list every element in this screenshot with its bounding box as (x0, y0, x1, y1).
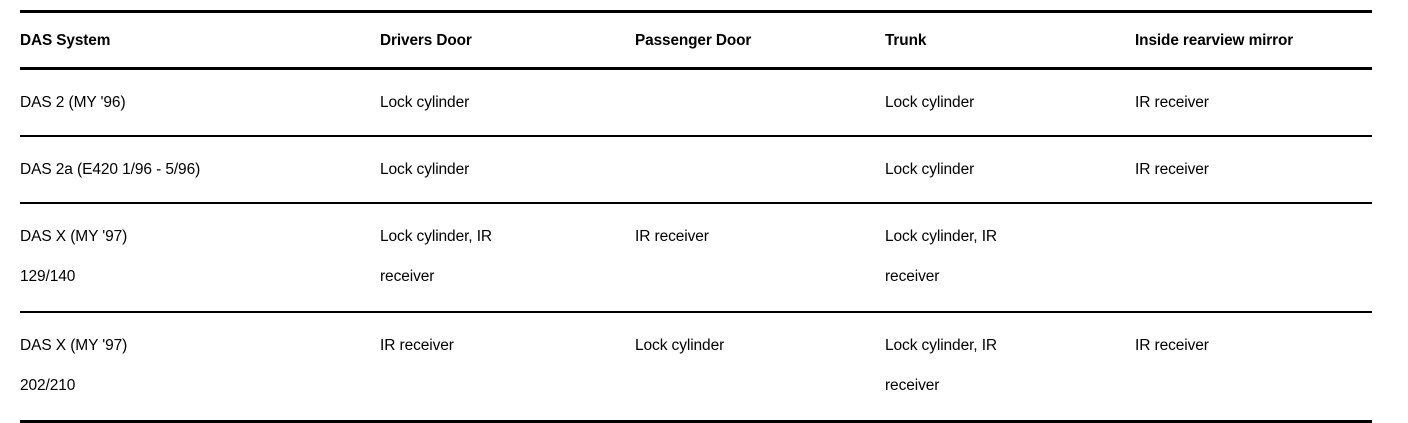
cell-das-system: DAS 2 (MY '96) (20, 68, 380, 137)
cell-text-second-line: 202/210 (20, 377, 76, 394)
table-row: DAS X (MY '97) 202/210 IR receiver Lock … (20, 312, 1372, 423)
column-header-drivers-door-label: Drivers Door (380, 32, 472, 49)
cell-text: DAS X (MY '97) (20, 337, 128, 354)
cell-das-system: DAS X (MY '97) 202/210 (20, 312, 380, 423)
cell-inside-rearview-mirror: IR receiver (1135, 312, 1372, 423)
das-system-table: DAS System Drivers Door Passenger Door T… (20, 10, 1372, 423)
cell-passenger-door (635, 136, 885, 204)
table-header-row: DAS System Drivers Door Passenger Door T… (20, 13, 1372, 70)
cell-drivers-door: IR receiver (380, 312, 635, 423)
cell-text: DAS 2 (MY '96) (20, 94, 126, 111)
cell-text: Lock cylinder, IR (380, 228, 493, 245)
column-header-passenger-door-label: Passenger Door (635, 32, 752, 49)
top-rule-cell-4 (885, 10, 1135, 14)
cell-text: Lock cylinder (380, 94, 470, 111)
column-header-das-system: DAS System (20, 13, 380, 70)
table-header: DAS System Drivers Door Passenger Door T… (20, 10, 1372, 70)
cell-inside-rearview-mirror: IR receiver (1135, 68, 1372, 137)
table-row: DAS X (MY '97) 129/140 Lock cylinder, IR… (20, 203, 1372, 313)
table-container: DAS System Drivers Door Passenger Door T… (20, 10, 1372, 423)
document-page: DAS System Drivers Door Passenger Door T… (20, 10, 1372, 423)
cell-text: Lock cylinder (885, 94, 975, 111)
cell-trunk: Lock cylinder (885, 68, 1135, 137)
cell-drivers-door: Lock cylinder, IR receiver (380, 203, 635, 313)
cell-das-system: DAS X (MY '97) 129/140 (20, 203, 380, 313)
cell-drivers-door: Lock cylinder (380, 68, 635, 137)
cell-inside-rearview-mirror: IR receiver (1135, 136, 1372, 204)
cell-text: Lock cylinder (885, 161, 975, 178)
column-header-passenger-door: Passenger Door (635, 13, 885, 70)
cell-text: DAS X (MY '97) (20, 228, 128, 245)
cell-trunk: Lock cylinder, IR receiver (885, 312, 1135, 423)
cell-trunk: Lock cylinder, IR receiver (885, 203, 1135, 313)
cell-inside-rearview-mirror (1135, 203, 1372, 313)
column-header-das-system-label: DAS System (20, 32, 111, 49)
cell-passenger-door (635, 68, 885, 137)
column-header-trunk-label: Trunk (885, 32, 927, 49)
cell-text-second-line: receiver (380, 268, 435, 285)
cell-text: IR receiver (1135, 337, 1209, 354)
cell-das-system: DAS 2a (E420 1/96 - 5/96) (20, 136, 380, 204)
cell-text: Lock cylinder (380, 161, 470, 178)
top-rule-cell-3 (635, 10, 885, 14)
table-row: DAS 2 (MY '96) Lock cylinder Lock cylind… (20, 68, 1372, 137)
cell-text: DAS 2a (E420 1/96 - 5/96) (20, 161, 201, 178)
top-rule-cell-2 (380, 10, 635, 14)
cell-text: Lock cylinder (635, 337, 725, 354)
cell-passenger-door: Lock cylinder (635, 312, 885, 423)
column-header-inside-rearview-mirror-label: Inside rearview mirror (1135, 32, 1294, 49)
table-top-rule (20, 10, 1372, 14)
cell-text: Lock cylinder, IR (885, 337, 998, 354)
top-rule-cell-5 (1135, 10, 1372, 14)
cell-text: IR receiver (1135, 161, 1209, 178)
cell-text: IR receiver (635, 228, 709, 245)
column-header-trunk: Trunk (885, 13, 1135, 70)
table-body: DAS 2 (MY '96) Lock cylinder Lock cylind… (20, 68, 1372, 423)
cell-text-second-line: 129/140 (20, 268, 76, 285)
column-header-drivers-door: Drivers Door (380, 13, 635, 70)
cell-trunk: Lock cylinder (885, 136, 1135, 204)
top-rule-cell-1 (20, 10, 380, 14)
cell-drivers-door: Lock cylinder (380, 136, 635, 204)
cell-text: IR receiver (1135, 94, 1209, 111)
cell-text-second-line: receiver (885, 377, 940, 394)
column-header-inside-rearview-mirror: Inside rearview mirror (1135, 13, 1372, 70)
cell-text: Lock cylinder, IR (885, 228, 998, 245)
cell-passenger-door: IR receiver (635, 203, 885, 313)
cell-text-second-line: receiver (885, 268, 940, 285)
cell-text: IR receiver (380, 337, 454, 354)
table-row: DAS 2a (E420 1/96 - 5/96) Lock cylinder … (20, 136, 1372, 204)
